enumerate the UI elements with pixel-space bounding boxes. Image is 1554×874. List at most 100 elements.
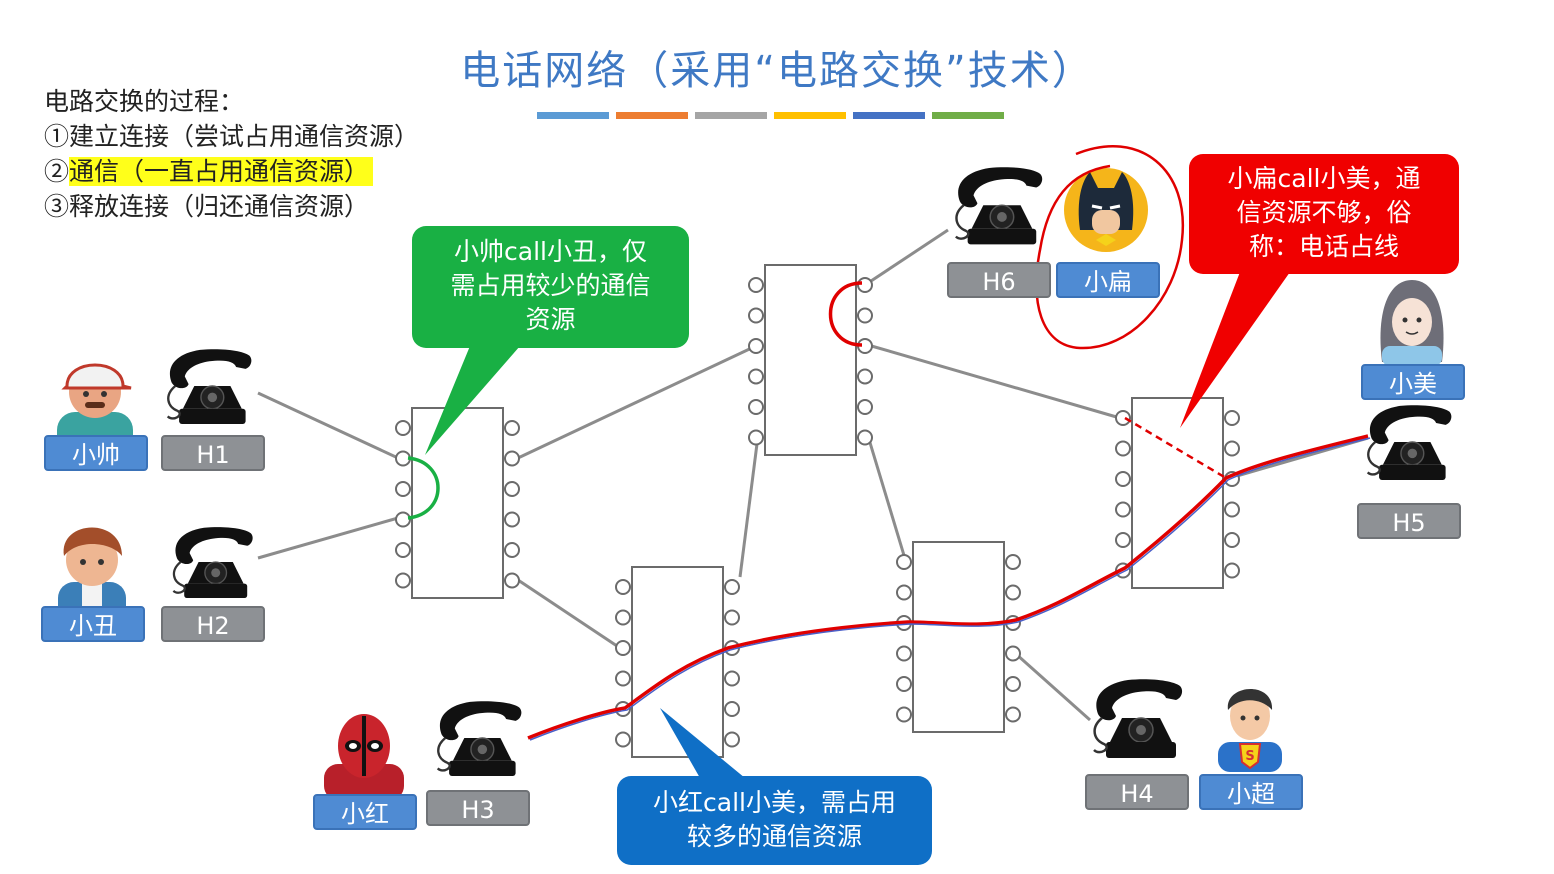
label-h6: H6 xyxy=(947,262,1051,298)
label-xiaochao: 小超 xyxy=(1199,774,1303,810)
switch-port xyxy=(748,307,764,324)
switch-5 xyxy=(1131,397,1224,589)
phone-h3-icon xyxy=(436,699,523,778)
switch-port xyxy=(504,542,520,558)
label-h1: H1 xyxy=(161,435,265,471)
green-callout-text: 小帅call小丑，仅 需占用较少的通信 资源 xyxy=(412,235,689,337)
avatar-xiaohong-icon xyxy=(324,714,404,800)
avatar-xiaochao-icon: S xyxy=(1218,688,1282,772)
blue-callout-line: 较多的通信资源 xyxy=(686,822,862,851)
blue-callout-shape xyxy=(617,708,932,865)
red-callout-text: 小扁call小美，通 信资源不够，俗 称：电话占线 xyxy=(1189,162,1459,264)
color-bar-segment xyxy=(774,112,846,119)
phone-h5-icon xyxy=(1366,403,1453,482)
link-s1-s2 xyxy=(517,343,759,460)
green-callout-line: 需占用较少的通信 xyxy=(450,271,651,300)
phone-h2-icon xyxy=(172,525,254,600)
svg-text:S: S xyxy=(1245,749,1254,764)
switch-port xyxy=(748,277,764,293)
switch-port xyxy=(504,450,520,467)
link-h4 xyxy=(1015,652,1091,722)
process-steps: 电路交换的过程： ①建立连接（尝试占用通信资源） ②通信（一直占用通信资源） ③… xyxy=(44,84,419,224)
link-s2-s5 xyxy=(867,343,1121,420)
switch-port xyxy=(1115,440,1131,457)
switch-port xyxy=(748,429,764,446)
red-callout-line: 称：电话占线 xyxy=(1248,232,1399,261)
switch-port xyxy=(896,706,912,723)
switch-port xyxy=(504,511,520,528)
switch-port xyxy=(724,731,740,748)
link-h6 xyxy=(867,228,949,285)
link-s1-s3 xyxy=(517,578,621,650)
switch-port xyxy=(615,579,631,595)
label-xiaochou: 小丑 xyxy=(41,606,145,642)
switch-port xyxy=(896,584,912,601)
highlight-circle xyxy=(1035,144,1185,350)
red-callout-shape xyxy=(1180,154,1459,428)
switch-port xyxy=(896,645,912,662)
label-h5: H5 xyxy=(1357,503,1461,539)
label-xiaobian: 小扁 xyxy=(1056,262,1160,298)
color-bar-segment xyxy=(695,112,767,119)
switch-port xyxy=(896,554,912,570)
switch-port xyxy=(1224,440,1240,457)
switch-port xyxy=(857,399,873,415)
switch-port xyxy=(1224,501,1240,518)
switch-port xyxy=(724,701,740,717)
switch-port xyxy=(615,640,631,656)
link-h2 xyxy=(257,516,399,560)
color-bar-segment xyxy=(537,112,609,119)
switch-port xyxy=(615,731,631,748)
green-callout-shape xyxy=(412,226,689,455)
color-bar-segment xyxy=(616,112,688,119)
avatar-xiaomei-icon xyxy=(1380,280,1444,366)
switch-port xyxy=(1224,562,1240,579)
green-callout-line: 小帅call小丑，仅 xyxy=(454,237,647,266)
label-xiaoshuai: 小帅 xyxy=(44,435,148,471)
label-xiaomei: 小美 xyxy=(1361,364,1465,400)
green-callout-line: 资源 xyxy=(525,305,576,334)
step-2: ②通信（一直占用通信资源） xyxy=(44,154,419,189)
switch-port xyxy=(504,572,520,589)
switch-port xyxy=(395,450,411,467)
step-1: ①建立连接（尝试占用通信资源） xyxy=(44,122,420,151)
switch-port xyxy=(748,399,764,415)
step-3: ③释放连接（归还通信资源） xyxy=(44,192,370,221)
green-circuit-arc xyxy=(407,456,440,520)
switch-port xyxy=(857,368,873,385)
switch-port xyxy=(615,670,631,687)
switch-port xyxy=(748,368,764,385)
switch-port xyxy=(1224,410,1240,426)
link-h1 xyxy=(257,391,399,460)
switch-port xyxy=(724,670,740,687)
switch-port xyxy=(857,429,873,446)
switch-4 xyxy=(912,541,1005,733)
switch-port xyxy=(748,338,764,354)
steps-heading: 电路交换的过程： xyxy=(44,87,245,116)
switch-2 xyxy=(764,264,857,456)
switch-port xyxy=(1115,471,1131,487)
blocked-dashed-link xyxy=(1124,416,1227,480)
switch-port xyxy=(1005,706,1021,723)
red-callout-line: 小扁call小美，通 xyxy=(1227,164,1421,193)
red-callout-line: 信资源不够，俗 xyxy=(1236,198,1412,227)
step-2-highlight: 通信（一直占用通信资源） xyxy=(69,157,374,186)
label-h4: H4 xyxy=(1085,774,1189,810)
switch-port xyxy=(857,307,873,324)
label-h3: H3 xyxy=(426,790,530,826)
switch-port xyxy=(395,420,411,436)
switch-port xyxy=(1224,532,1240,548)
red-circuit-path xyxy=(527,434,1369,740)
blue-circuit-path xyxy=(529,437,1371,741)
switch-port xyxy=(395,511,411,528)
switch-port xyxy=(504,481,520,497)
switch-1 xyxy=(411,407,504,599)
switch-port xyxy=(395,481,411,497)
color-bar-segment xyxy=(853,112,925,119)
step-2-number: ② xyxy=(44,157,70,186)
switch-port xyxy=(615,609,631,626)
label-h2: H2 xyxy=(161,606,265,642)
switch-port xyxy=(1005,676,1021,692)
phone-h4-icon xyxy=(1092,678,1184,760)
